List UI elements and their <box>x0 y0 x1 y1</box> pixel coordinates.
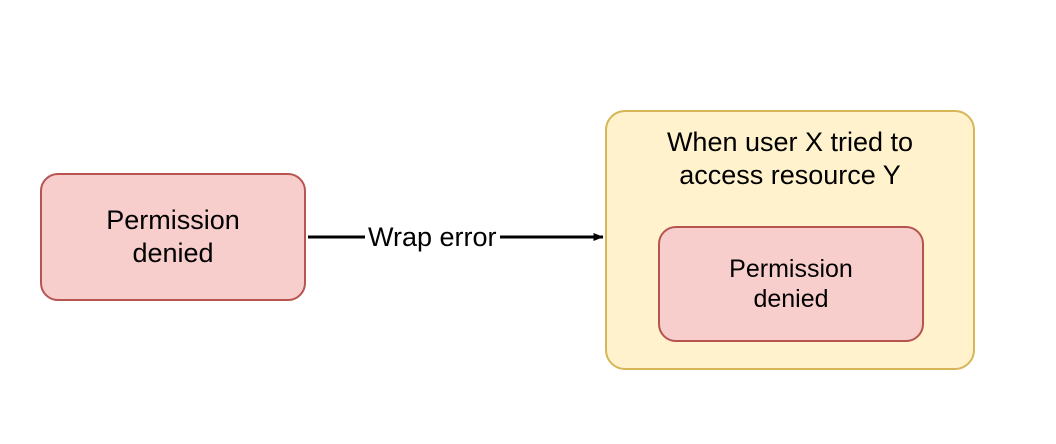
nested-error-line1: Permission <box>729 254 853 283</box>
nested-error-text: Permission denied <box>729 254 853 315</box>
error-context-text: When user X tried to access resource Y <box>607 126 973 192</box>
source-error-text: Permission denied <box>106 204 240 270</box>
nested-error-node[interactable]: Permission denied <box>658 226 924 342</box>
source-error-node[interactable]: Permission denied <box>40 173 306 301</box>
error-context-line1: When user X tried to <box>666 127 914 157</box>
nested-error-line2: denied <box>753 285 829 313</box>
source-error-line1: Permission <box>106 205 240 236</box>
error-context-line2: access resource Y <box>679 159 901 190</box>
source-error-line2: denied <box>132 238 214 268</box>
wrap-error-edge-label: Wrap error <box>365 220 500 254</box>
